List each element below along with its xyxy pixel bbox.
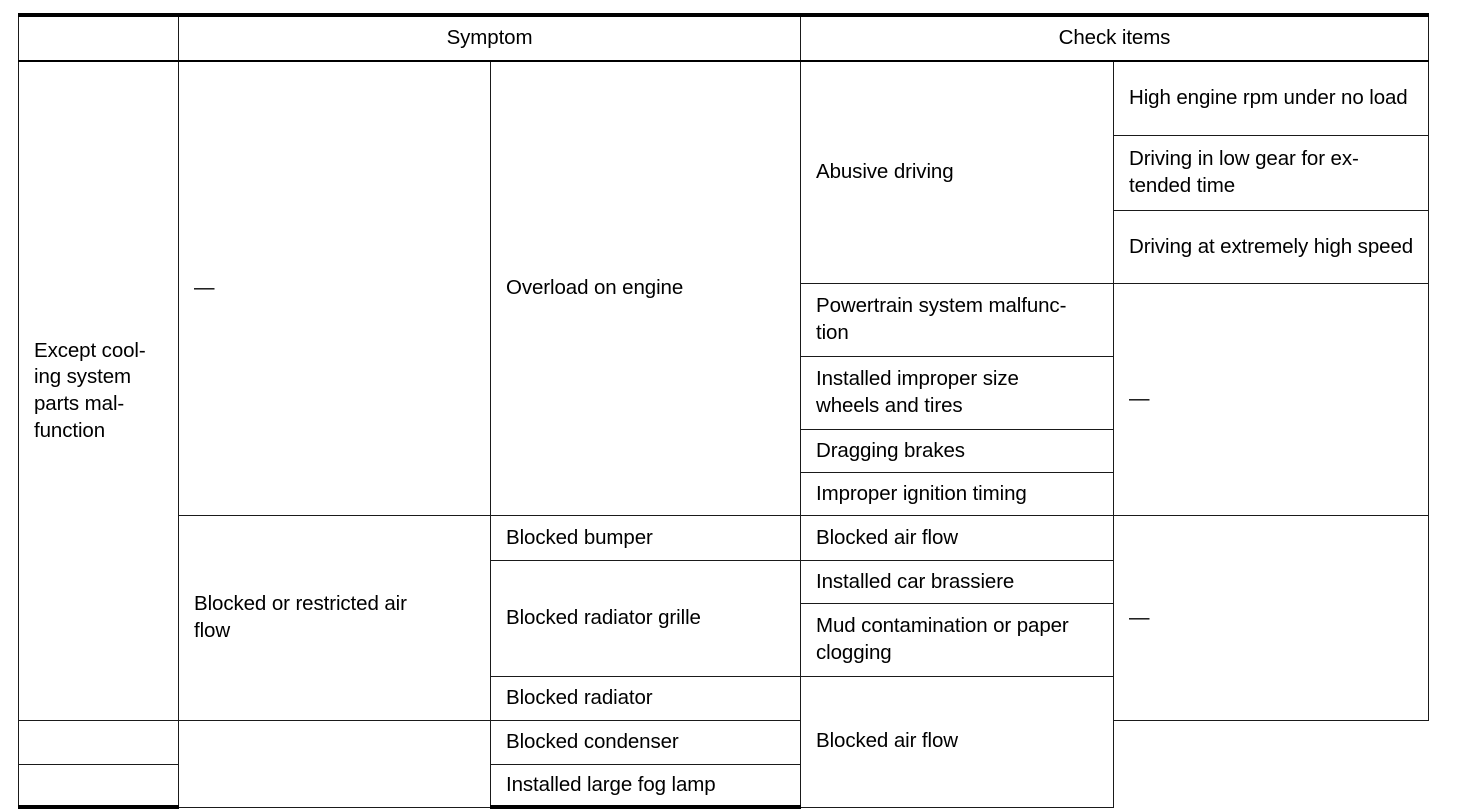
table-row: Improper ignition timing	[19, 472, 1429, 516]
table-header-row: Symptom Check items	[18, 13, 1429, 62]
cell-blocked-air-flow-1: Blocked air flow	[800, 515, 1114, 561]
table-row: Driving at extremely high speed	[19, 210, 1429, 284]
table-row: Installed improper size wheels and tires	[19, 356, 1429, 430]
cell-improper-ignition-timing: Improper ignition timing	[800, 472, 1114, 516]
header-symptom: Symptom	[178, 13, 801, 62]
cell-blocked-air-flow-2: Blocked air flow	[800, 676, 1114, 808]
cell-dragging-brakes: Dragging brakes	[800, 429, 1114, 473]
cell-spacer-symptom-bottom	[178, 720, 491, 808]
table-row: Blocked radiator Blocked air flow	[19, 676, 1429, 808]
cell-blocked-bumper: Blocked bumper	[490, 515, 801, 561]
cell-spacer-category-bottom-2	[18, 764, 179, 809]
troubleshooting-table: Symptom Check items Except cool- ing sys…	[18, 13, 1429, 809]
cell-improper-wheels-tires: Installed improper size wheels and tires	[800, 356, 1114, 430]
cell-overload-on-engine: Overload on engine	[490, 60, 801, 516]
header-check-items: Check items	[800, 13, 1429, 62]
table-row: Powertrain system malfunc- tion —	[19, 283, 1429, 516]
cell-driving-high-speed: Driving at extremely high speed	[1113, 210, 1429, 284]
cell-category-except-cooling: Except cool- ing system parts mal- funct…	[18, 60, 179, 721]
table-row: Driving in low gear for ex- tended time	[19, 135, 1429, 211]
cell-blocked-radiator-grille: Blocked radiator grille	[490, 560, 801, 677]
table-row: Blocked or restricted air flow Blocked b…	[19, 515, 1429, 721]
table-row: Blocked condenser	[18, 720, 1429, 808]
cell-mud-contamination: Mud contamination or paper clogging	[800, 603, 1114, 677]
table-row: Dragging brakes	[19, 429, 1429, 473]
cell-driving-low-gear: Driving in low gear for ex- tended time	[1113, 135, 1429, 211]
cell-check-dash-lower: —	[1113, 515, 1429, 721]
cell-blocked-condenser: Blocked condenser	[490, 720, 801, 765]
table-row: Except cool- ing system parts mal- funct…	[18, 60, 1429, 721]
cell-high-engine-rpm: High engine rpm under no load	[1113, 60, 1429, 136]
cell-blocked-restricted-air-flow: Blocked or restricted air flow	[178, 515, 491, 721]
table-row: Blocked radiator grille Installed car br…	[19, 560, 1429, 677]
header-corner-cell	[18, 13, 179, 62]
cell-installed-car-brassiere: Installed car brassiere	[800, 560, 1114, 604]
cell-spacer-category-bottom-1	[18, 720, 179, 765]
cell-installed-large-fog-lamp: Installed large fog lamp	[490, 764, 801, 809]
cell-powertrain-malfunction: Powertrain system malfunc- tion	[800, 283, 1114, 357]
table-row: Mud contamination or paper clogging	[19, 603, 1429, 677]
cell-check-dash-upper: —	[1113, 283, 1429, 516]
cell-symptom-dash: —	[178, 60, 491, 516]
cell-abusive-driving: Abusive driving	[800, 60, 1114, 284]
cell-blocked-radiator: Blocked radiator	[490, 676, 801, 721]
